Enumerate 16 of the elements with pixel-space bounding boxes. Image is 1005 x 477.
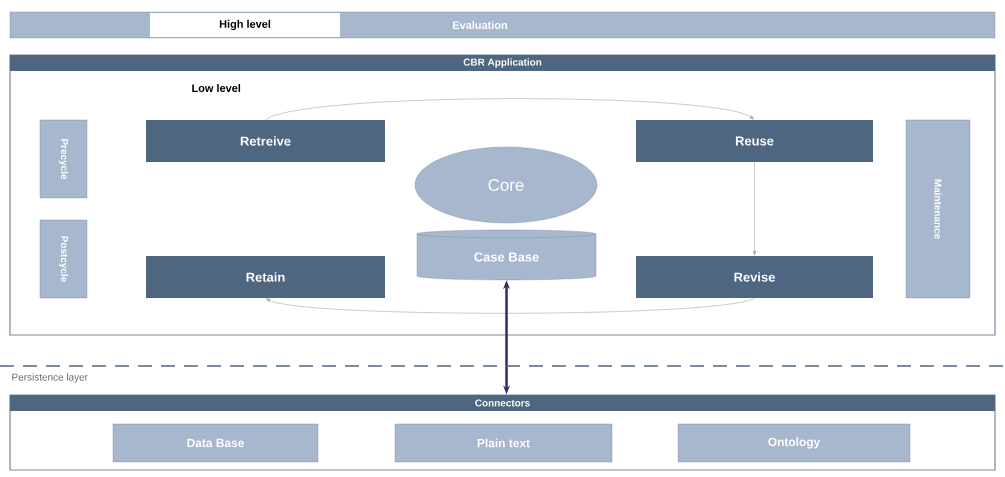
process-box: Reuse — [636, 120, 873, 162]
connector-box: Data Base — [112, 423, 319, 463]
side-bar: Precycle — [39, 119, 88, 199]
arrow — [752, 161, 757, 256]
arrow — [265, 98, 755, 121]
side-bar: Maintenance — [905, 119, 971, 299]
process-box: Retreive — [146, 120, 385, 162]
process-box: Retain — [146, 256, 385, 298]
side-bar: Postcycle — [39, 219, 88, 299]
level-label: High level — [150, 13, 340, 37]
arrow — [265, 297, 755, 314]
process-box: Revise — [636, 256, 873, 298]
database-cylinder: Case Base — [416, 229, 597, 281]
connector-box: Ontology — [677, 423, 911, 463]
layer-label: Persistence layer — [12, 373, 88, 383]
connector-box: Plain text — [394, 423, 613, 463]
